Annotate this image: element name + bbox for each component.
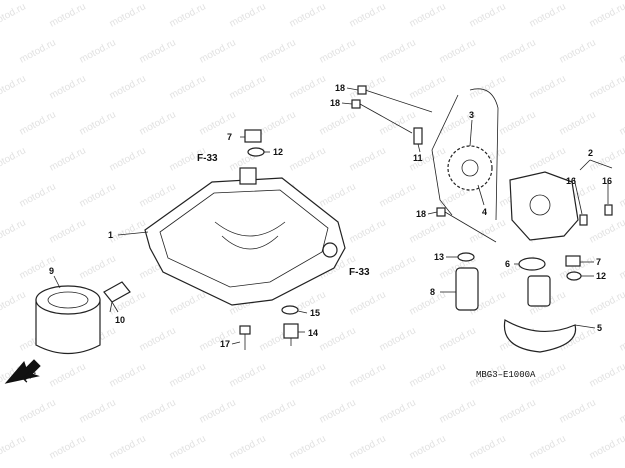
callout-4: 4 [482, 207, 487, 217]
reference-label-top: F-33 [197, 153, 218, 164]
callout-15: 15 [310, 308, 320, 318]
seal-6 [518, 257, 546, 271]
cam-chain [431, 88, 499, 221]
sprocket-3 [447, 145, 493, 191]
callout-5: 5 [597, 323, 602, 333]
o-ring-13 [457, 252, 475, 262]
oil-filter-boss [103, 281, 131, 313]
callout-7-right: 7 [596, 257, 601, 267]
oil-pump [509, 171, 579, 241]
callout-3: 3 [469, 110, 474, 120]
oil-pan [144, 167, 346, 306]
dowel-11 [413, 127, 423, 145]
reference-label-right: F-33 [349, 267, 370, 278]
bolt-18-b [351, 99, 413, 134]
pin-16-b [604, 204, 613, 216]
callout-9: 9 [49, 266, 54, 276]
callout-1: 1 [108, 230, 113, 240]
callout-18-a: 18 [335, 83, 345, 93]
callout-7-left: 7 [227, 132, 232, 142]
pin-16-a [579, 214, 588, 226]
diagram-code: MBG3–E1000A [476, 370, 536, 380]
washer-15 [281, 305, 299, 315]
callout-18-c: 18 [416, 209, 426, 219]
callout-8: 8 [430, 287, 435, 297]
callout-17: 17 [220, 339, 230, 349]
o-ring-12-right [566, 271, 582, 281]
bolt-18-a [357, 85, 433, 113]
callout-18-b: 18 [330, 98, 340, 108]
callout-12-right: 12 [596, 271, 606, 281]
callout-11: 11 [413, 153, 423, 163]
callout-6: 6 [505, 259, 510, 269]
collar-7-right [565, 255, 581, 267]
cap-7-left [244, 129, 262, 143]
leader-lines [53, 87, 613, 345]
oil-strainer-5 [503, 275, 577, 353]
callout-14: 14 [308, 328, 318, 338]
bolt-17 [239, 325, 251, 350]
callout-2: 2 [588, 148, 593, 158]
callout-12-left: 12 [273, 147, 283, 157]
callout-10: 10 [115, 315, 125, 325]
bolt-18-c [436, 207, 497, 243]
pipe-8 [455, 267, 479, 311]
washer-12-left [247, 147, 265, 157]
front-direction-arrow: FR. [4, 359, 41, 384]
oil-filter [35, 285, 101, 354]
callout-16-b: 16 [602, 176, 612, 186]
drain-bolt-14 [283, 323, 299, 346]
callout-16-a: 16 [566, 176, 576, 186]
callout-13: 13 [434, 252, 444, 262]
